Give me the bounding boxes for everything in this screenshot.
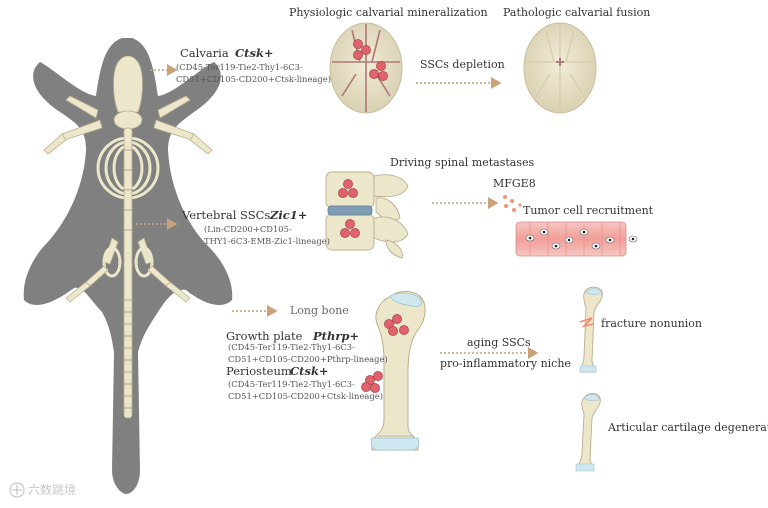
calvaria-label: Calvaria	[180, 46, 229, 60]
fracture-nonunion-label: fracture nonunion	[601, 317, 703, 330]
calvaria-markers-2: CD51+CD105-CD200+Ctsk-lineage)	[176, 74, 331, 84]
aging-ssc-label: aging SSCs	[467, 336, 531, 349]
cartilage-degeneration-label: Articular cartilage degeneration	[608, 421, 768, 434]
skull-physiologic	[329, 22, 403, 114]
calvaria-gene: Ctsk+	[235, 46, 274, 60]
mouse-skeleton	[43, 55, 213, 419]
vertebral-markers-2: THY1-6C3-EMB-Zic1-lineage)	[204, 236, 330, 246]
tumor-recruitment-label: Tumor cell recruitment	[523, 204, 654, 217]
physiologic-title: Physiologic calvarial mineralization	[289, 6, 488, 19]
growth-plate-markers-1: (CD45-Ter119-Tie2-Thy1-6C3-	[228, 342, 355, 352]
pro-inflammatory-label: pro-inflammatory niche	[440, 357, 571, 370]
vertebral-label: Vertebral SSCs	[182, 208, 271, 222]
vertebral-markers-1: (Lin-CD200+CD105-	[204, 224, 292, 234]
blood-vessel	[515, 221, 638, 257]
watermark-logo	[9, 482, 25, 498]
spine-title: Driving spinal metastases	[390, 156, 535, 169]
cartilage-bone-illustration	[575, 393, 601, 472]
growth-plate-gene: Pthrp+	[313, 329, 360, 343]
vertebral-gene: Zic1+	[270, 208, 308, 222]
skull-pathologic	[523, 22, 597, 114]
connector-arrows	[136, 64, 539, 359]
growth-plate-markers-2: CD51+CD105-CD200+Pthrp-lineage)	[228, 354, 388, 364]
calvaria-markers-1: (CD45-Ter119-Tie2-Thy1-6C3-	[176, 62, 303, 72]
periosteum-gene: Ctsk+	[290, 364, 329, 378]
growth-plate-label: Growth plate	[226, 329, 303, 343]
watermark-text: 六数跳境	[28, 483, 77, 497]
periosteum-markers-2: CD51+CD105-CD200+Ctsk-lineage)	[228, 391, 383, 401]
pathologic-title: Pathologic calvarial fusion	[503, 6, 651, 19]
long-bone-illustration	[361, 291, 426, 451]
periosteum-markers-1: (CD45-Ter119-Tie2-Thy1-6C3-	[228, 379, 355, 389]
mfge8-label: MFGE8	[493, 177, 536, 190]
periosteum-label: Periosteum	[226, 364, 292, 378]
vertebra-illustration	[325, 171, 409, 259]
mfge8-particles	[503, 195, 522, 212]
tail-vertebrae	[122, 149, 134, 409]
long-bone-title: Long bone	[290, 304, 349, 317]
fracture-bone-illustration	[579, 286, 603, 373]
ssc-depletion-label: SSCs depletion	[420, 58, 505, 71]
